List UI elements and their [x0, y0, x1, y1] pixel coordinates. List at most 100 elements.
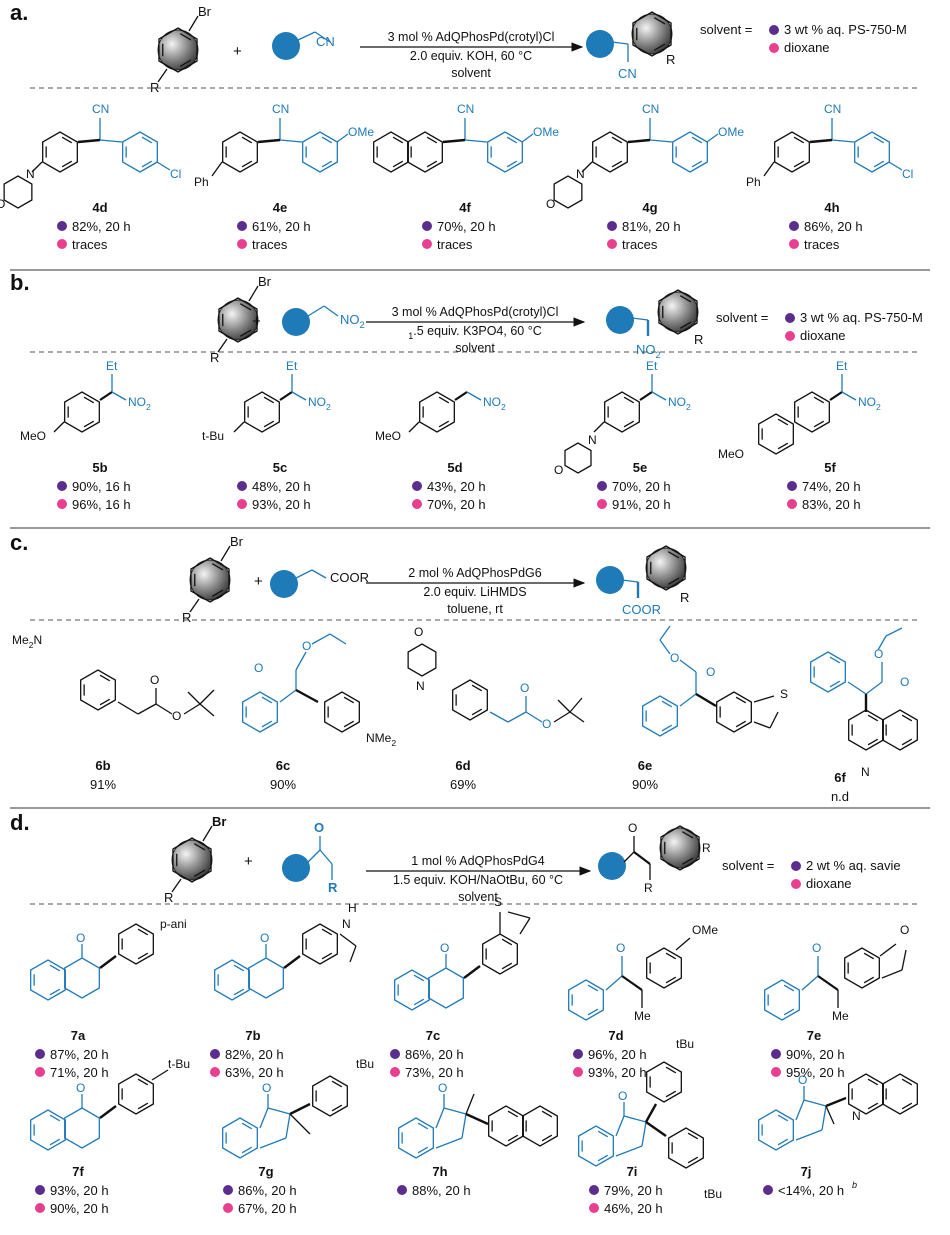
aryl-ring-lower	[668, 1127, 704, 1169]
aryl-sphere	[157, 29, 199, 71]
bond	[795, 1099, 805, 1121]
morpholine-o-label: O	[0, 197, 5, 211]
aryl-bromide-ring	[172, 837, 212, 883]
yield-label: 91%	[90, 777, 116, 792]
right-aryl-ring	[487, 131, 523, 173]
carbonyl-o-label: O	[520, 681, 529, 695]
r-group-label: R	[164, 890, 173, 905]
sulfur-label: S	[780, 687, 788, 701]
methoxy-label: MeO	[718, 447, 744, 461]
nucleophile-core	[606, 306, 634, 334]
bond	[769, 711, 779, 729]
bond	[679, 693, 697, 707]
right-aryl-ring	[122, 131, 158, 173]
ketone-o-label: O	[618, 1089, 627, 1103]
tert-butyl-label: t-Bu	[168, 1057, 190, 1071]
bond	[307, 305, 325, 317]
bond	[847, 681, 867, 695]
compound-id: 5c	[273, 460, 287, 475]
bond	[259, 1137, 287, 1149]
solvent-1-label: 2 wt % aq. savie	[806, 858, 901, 873]
bond	[795, 1129, 823, 1141]
bond	[77, 138, 101, 144]
bond	[188, 15, 199, 32]
yield-2-label: traces	[252, 237, 288, 252]
aryl-ring-upper	[646, 1061, 682, 1103]
bond	[641, 1121, 647, 1147]
bond	[323, 305, 339, 317]
compound-id: 7e	[807, 1028, 821, 1043]
tetralone-arene	[394, 969, 430, 1011]
yield-2-dot	[390, 1067, 400, 1077]
right-aryl-ring	[854, 131, 890, 173]
bond	[279, 689, 297, 703]
chloro-label: Cl	[170, 167, 181, 181]
bond	[283, 955, 301, 969]
bond	[291, 391, 307, 401]
aryl-ring	[118, 923, 154, 965]
yield-1-label: 86%, 20 h	[804, 219, 863, 234]
yield-1-label: 43%, 20 h	[427, 479, 486, 494]
bond	[336, 133, 349, 143]
bond	[557, 699, 571, 713]
morpholine-n-label: N	[416, 679, 425, 693]
yield-2-label: traces	[437, 237, 473, 252]
base-label: 1.5 equiv. KOH/NaOtBu, 60 °C	[393, 873, 563, 887]
bond	[763, 161, 775, 177]
left-aryl-ring	[774, 131, 810, 173]
yield-2-label: 96%, 16 h	[72, 497, 131, 512]
right-aryl-ring	[672, 131, 708, 173]
bond	[319, 849, 333, 865]
bond	[464, 139, 488, 143]
nitro-group-label: NO2	[483, 395, 506, 412]
bond	[311, 633, 331, 645]
quinoline-n-label: N	[852, 1109, 861, 1123]
bond	[623, 1115, 647, 1123]
r-group-label: R	[150, 80, 159, 95]
yield-1-dot	[597, 481, 607, 491]
compound-id: 7g	[258, 1164, 273, 1179]
yield-2-dot	[210, 1067, 220, 1077]
yield-1-dot	[589, 1185, 599, 1195]
compound-id: 5d	[447, 460, 462, 475]
aryl-sphere	[657, 291, 699, 333]
aryl-ring	[604, 391, 640, 433]
product-aryl-r-label: R	[702, 841, 711, 855]
ketone-o-label: O	[314, 820, 324, 835]
bond	[645, 1121, 667, 1137]
morpholine-ring	[3, 175, 33, 209]
bond	[151, 1069, 169, 1081]
morpholine-n-label: N	[26, 167, 35, 181]
tetralone-ring	[64, 957, 100, 999]
tert-butyl-lower-label: tBu	[704, 1187, 722, 1201]
bond	[295, 651, 307, 671]
bond	[679, 659, 697, 673]
yield-2-dot	[787, 499, 797, 509]
aryl-bromide-ring	[158, 27, 198, 73]
bond	[753, 721, 771, 729]
yield-2-dot	[597, 499, 607, 509]
yield-1-dot	[237, 221, 247, 231]
yield-1-label: 90%, 20 h	[786, 1047, 845, 1062]
yield-2-dot	[422, 239, 432, 249]
bond	[289, 1102, 311, 1116]
yield-2-dot	[789, 239, 799, 249]
bond	[99, 139, 123, 143]
yield-label: 90%	[270, 777, 296, 792]
tetralone-ring	[64, 1107, 100, 1149]
methyl-label: Me	[832, 1009, 849, 1023]
bond	[199, 703, 215, 717]
ketone-o-label: O	[812, 941, 821, 955]
bond	[465, 1093, 475, 1115]
aryl-ring	[419, 391, 455, 433]
nitrile-label: CN	[316, 34, 335, 49]
tetralone-arene	[30, 959, 66, 1001]
yield-2-dot	[57, 239, 67, 249]
yield-2-label: 73%, 20 h	[405, 1065, 464, 1080]
bond	[295, 688, 319, 704]
methyl-label: Me	[634, 1009, 651, 1023]
aryl-sphere	[631, 13, 673, 55]
bond	[553, 711, 571, 723]
compound-id: 4g	[642, 200, 657, 215]
ketone-o-label: O	[260, 931, 269, 945]
